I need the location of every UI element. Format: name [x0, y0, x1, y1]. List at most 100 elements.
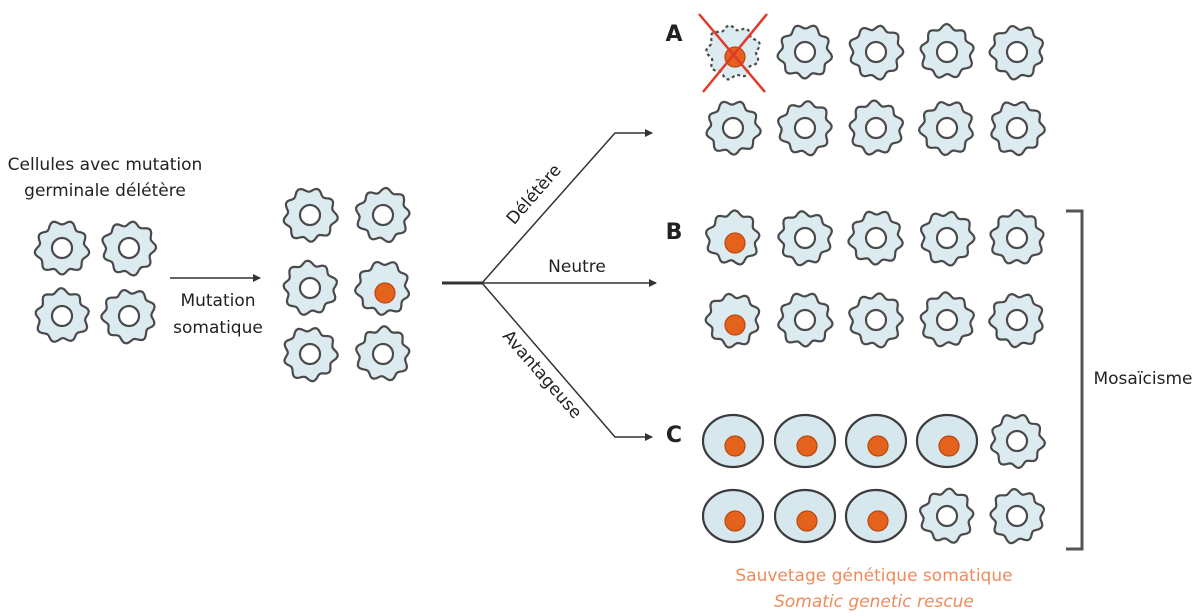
- mutation-label-line1: Mutation: [180, 291, 255, 311]
- rescued-cell: [773, 413, 837, 469]
- mutant-nucleus: [938, 435, 960, 457]
- nucleus: [935, 504, 959, 528]
- branch-advantageous-label: Avantageuse: [498, 327, 585, 423]
- nucleus: [1005, 226, 1029, 250]
- mutant-cell: [353, 260, 411, 316]
- nucleus: [1005, 504, 1029, 528]
- outcome-a-cell-group: [698, 13, 1046, 157]
- germline-cell: [354, 325, 411, 382]
- dead-cross-mark: [702, 13, 768, 93]
- nucleus: [1005, 40, 1029, 64]
- mutant-nucleus: [796, 435, 818, 457]
- nucleus: [117, 236, 141, 260]
- dead-mutant-cell: [698, 13, 768, 93]
- germline-cell: [777, 292, 834, 348]
- germline-cell: [918, 487, 975, 544]
- outcome-c-cell-group: [701, 413, 1047, 545]
- branch-deleterious-label: Délétère: [503, 161, 566, 229]
- nucleus: [935, 40, 959, 64]
- germline-cell: [848, 24, 905, 81]
- germline-cell: [282, 187, 339, 243]
- mosaicism-label: Mosaïcisme: [1093, 369, 1192, 389]
- outcome-b-letter: B: [666, 220, 683, 245]
- nucleus: [50, 236, 74, 260]
- nucleus: [793, 226, 817, 250]
- outcome-c-letter: C: [666, 423, 682, 448]
- germline-cell: [919, 210, 976, 267]
- nucleus: [298, 342, 322, 366]
- germline-cell: [33, 220, 91, 276]
- mutant-cell: [704, 209, 761, 266]
- nucleus: [298, 276, 322, 300]
- nucleus: [1005, 308, 1029, 332]
- germline-cell: [847, 210, 904, 266]
- nucleus: [864, 40, 888, 64]
- branch-deleterious-arrow: [481, 129, 653, 284]
- germline-cell: [989, 208, 1045, 265]
- mutant-nucleus: [374, 282, 396, 304]
- nucleus: [298, 203, 322, 227]
- nucleus: [117, 304, 141, 328]
- mutant-nucleus: [867, 510, 889, 532]
- mutant-cell: [704, 292, 761, 349]
- germline-cell: [777, 210, 834, 267]
- rescued-cell: [844, 413, 908, 469]
- germline-label-line1: Cellules avec mutation: [8, 155, 203, 175]
- rescued-cell: [773, 488, 837, 544]
- germline-cell: [919, 291, 976, 348]
- nucleus: [1005, 116, 1029, 140]
- germline-cell: [848, 99, 905, 156]
- outcome-a-letter: A: [665, 22, 682, 47]
- nucleus: [864, 308, 888, 332]
- nucleus: [864, 226, 888, 250]
- mutant-nucleus: [724, 435, 746, 457]
- germline-cell: [100, 288, 156, 345]
- nucleus: [371, 342, 395, 366]
- rescued-cell: [701, 488, 765, 544]
- nucleus: [935, 308, 959, 332]
- nucleus: [864, 116, 888, 140]
- germline-cell: [988, 292, 1044, 349]
- nucleus: [793, 116, 817, 140]
- nucleus: [793, 308, 817, 332]
- germline-label-line2: germinale délétère: [24, 181, 186, 201]
- dead-cross-mark: [698, 13, 766, 93]
- nucleus: [721, 116, 745, 140]
- somatic-cell-group: [282, 186, 411, 383]
- germline-cell: [101, 220, 158, 277]
- germline-cell: [848, 292, 904, 349]
- rescued-cell: [915, 413, 979, 469]
- germline-cell: [989, 487, 1046, 545]
- rescued-cell: [844, 488, 908, 544]
- rescued-cell: [701, 413, 765, 469]
- nucleus: [935, 226, 959, 250]
- germline-cell: [988, 24, 1045, 81]
- branch-advantageous-arrow: [481, 282, 653, 441]
- nucleus: [50, 304, 74, 328]
- mosaicism-bracket: [1066, 209, 1084, 551]
- germline-cell: [282, 259, 338, 316]
- mutation-label-line2: somatique: [173, 318, 263, 338]
- nucleus: [371, 203, 395, 227]
- germline-cell: [776, 100, 833, 157]
- germline-cell: [34, 287, 90, 343]
- rescue-label-fr: Sauvetage génétique somatique: [735, 566, 1012, 586]
- branch-neutral-label: Neutre: [548, 257, 606, 277]
- germline-cell: [989, 413, 1047, 470]
- nucleus: [935, 116, 959, 140]
- mutant-nucleus: [724, 510, 746, 532]
- mutant-nucleus: [867, 435, 889, 457]
- mutant-nucleus: [796, 510, 818, 532]
- germline-cell-group: [33, 220, 158, 345]
- germline-cell: [705, 100, 762, 156]
- mutant-nucleus: [724, 314, 746, 336]
- nucleus: [793, 40, 817, 64]
- germline-cell: [917, 101, 974, 157]
- germline-cell: [919, 22, 975, 79]
- germline-cell: [990, 101, 1046, 157]
- nucleus: [1005, 429, 1029, 453]
- germline-cell: [776, 24, 834, 80]
- outcome-b-cell-group: [704, 208, 1045, 349]
- mutant-nucleus: [724, 232, 746, 254]
